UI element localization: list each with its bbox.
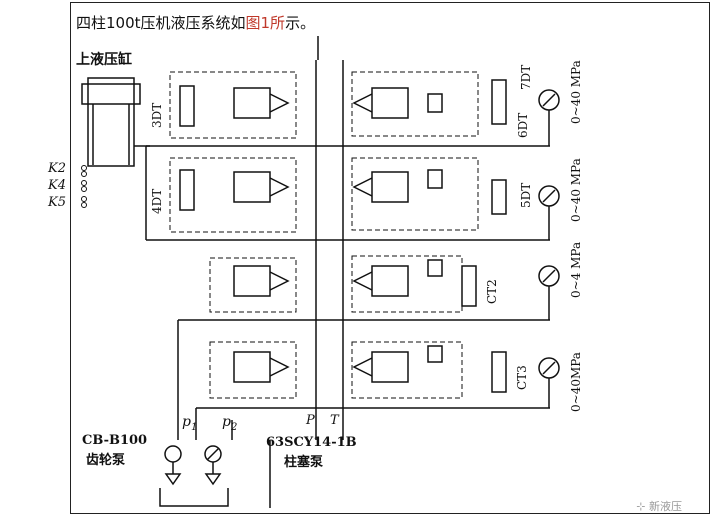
relief-valve-3 (427, 259, 443, 277)
label-piston-pump: 柱塞泵 (284, 454, 323, 470)
label-ct2: CT2 (485, 279, 499, 304)
label-p1: p1 (182, 414, 197, 433)
label-gear-pump-model: CB-B100 (82, 433, 147, 448)
relief-valve-2 (427, 169, 443, 189)
cartridge-valve-2l (233, 171, 290, 203)
label-5dt: 5DT (519, 183, 533, 208)
cartridge-valve-3r (352, 265, 409, 297)
cartridge-valve-1r (352, 87, 409, 119)
figure-link[interactable]: 图1所 (245, 14, 286, 32)
relief-valve-1 (427, 93, 443, 113)
watermark: ⊹ 新液压 (636, 500, 682, 513)
upper-cylinder (81, 77, 150, 167)
label-4dt: 4DT (150, 189, 164, 214)
limit-switches (81, 165, 87, 208)
label-T: T (330, 413, 340, 428)
label-k4: K4 (47, 178, 66, 193)
label-k5: K5 (47, 195, 66, 210)
valve-block-3-left (209, 257, 297, 313)
label-piston-pump-model: 63SCY14-1B (266, 435, 357, 450)
cartridge-valve-1l (233, 87, 290, 119)
label-7dt: 7DT (519, 65, 533, 90)
solenoid-valve-ct3 (491, 351, 507, 393)
valve-block-4-left (209, 341, 297, 399)
label-gear-pump: 齿轮泵 (86, 452, 125, 468)
cartridge-valve-4r (352, 351, 409, 383)
relief-valve-4 (427, 345, 443, 363)
valve-block-2-right (351, 157, 479, 231)
solenoid-valve-4dt (179, 169, 195, 211)
solenoid-valve-6dt7dt (491, 79, 507, 125)
valve-block-2-left (169, 157, 297, 233)
label-gauge-2: 0~40 MPa (569, 158, 583, 222)
label-gauge-1: 0~40 MPa (569, 60, 583, 124)
filter-2 (204, 473, 222, 486)
caption: 四柱100t压机液压系统如图1所示。 (76, 14, 316, 32)
solenoid-valve-ct2 (461, 265, 477, 307)
gear-pump-icon (164, 445, 182, 463)
label-gauge-3: 0~4 MPa (569, 242, 583, 298)
solenoid-valve-3dt (179, 85, 195, 127)
label-k2: K2 (47, 161, 66, 176)
tank (159, 488, 229, 507)
label-3dt: 3DT (150, 103, 164, 128)
filter-1 (164, 473, 182, 486)
cartridge-valve-2r (352, 171, 409, 203)
cartridge-valve-4l (233, 351, 290, 383)
label-upper-cylinder: 上液压缸 (76, 51, 132, 68)
label-P: P (305, 413, 315, 428)
valve-block-1-left (169, 71, 297, 139)
label-ct3: CT3 (515, 365, 529, 390)
cartridge-valve-3l (233, 265, 290, 297)
label-gauge-4: 0~40MPa (569, 352, 583, 412)
label-6dt: 6DT (516, 113, 530, 138)
solenoid-valve-5dt (491, 179, 507, 215)
label-p2: p2 (222, 414, 237, 433)
valve-block-3-right (351, 255, 463, 313)
valve-block-4-right (351, 341, 463, 399)
valve-block-1-right (351, 71, 479, 137)
